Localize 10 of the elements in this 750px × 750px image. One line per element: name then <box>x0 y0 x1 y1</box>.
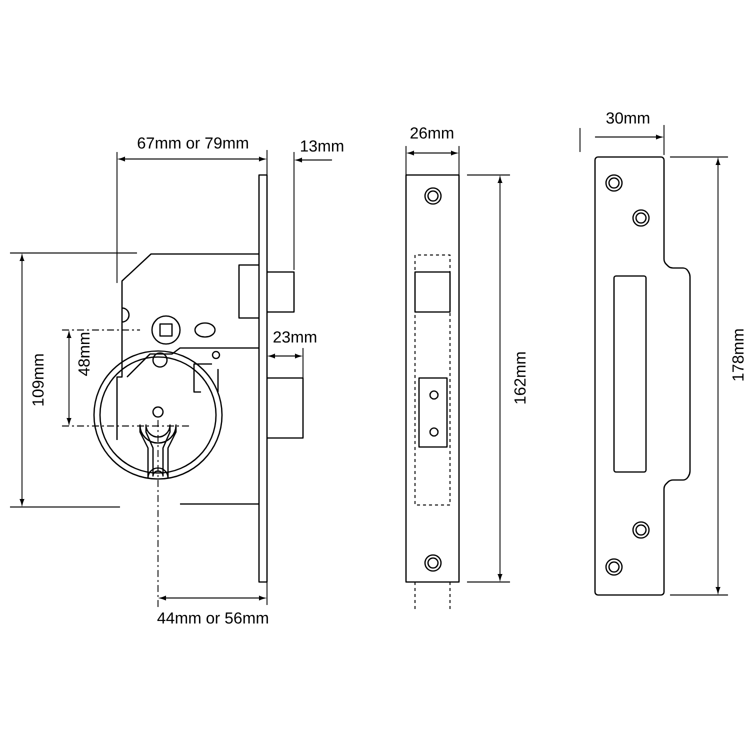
dimension-label: 109mm <box>32 354 44 406</box>
dimension-label: 13mm <box>301 140 344 152</box>
dimension-label: 23mm <box>274 331 316 343</box>
dimension-label: 67mm or 79mm <box>138 137 248 149</box>
dimension-label: 162mm <box>514 352 526 404</box>
dimension-label: 44mm or 56mm <box>157 612 268 624</box>
dimension-label: 26mm <box>410 127 454 139</box>
dimension-label: 30mm <box>606 112 650 124</box>
dimension-label: 178mm <box>732 329 744 380</box>
dimension-label: 48mm <box>78 332 90 376</box>
